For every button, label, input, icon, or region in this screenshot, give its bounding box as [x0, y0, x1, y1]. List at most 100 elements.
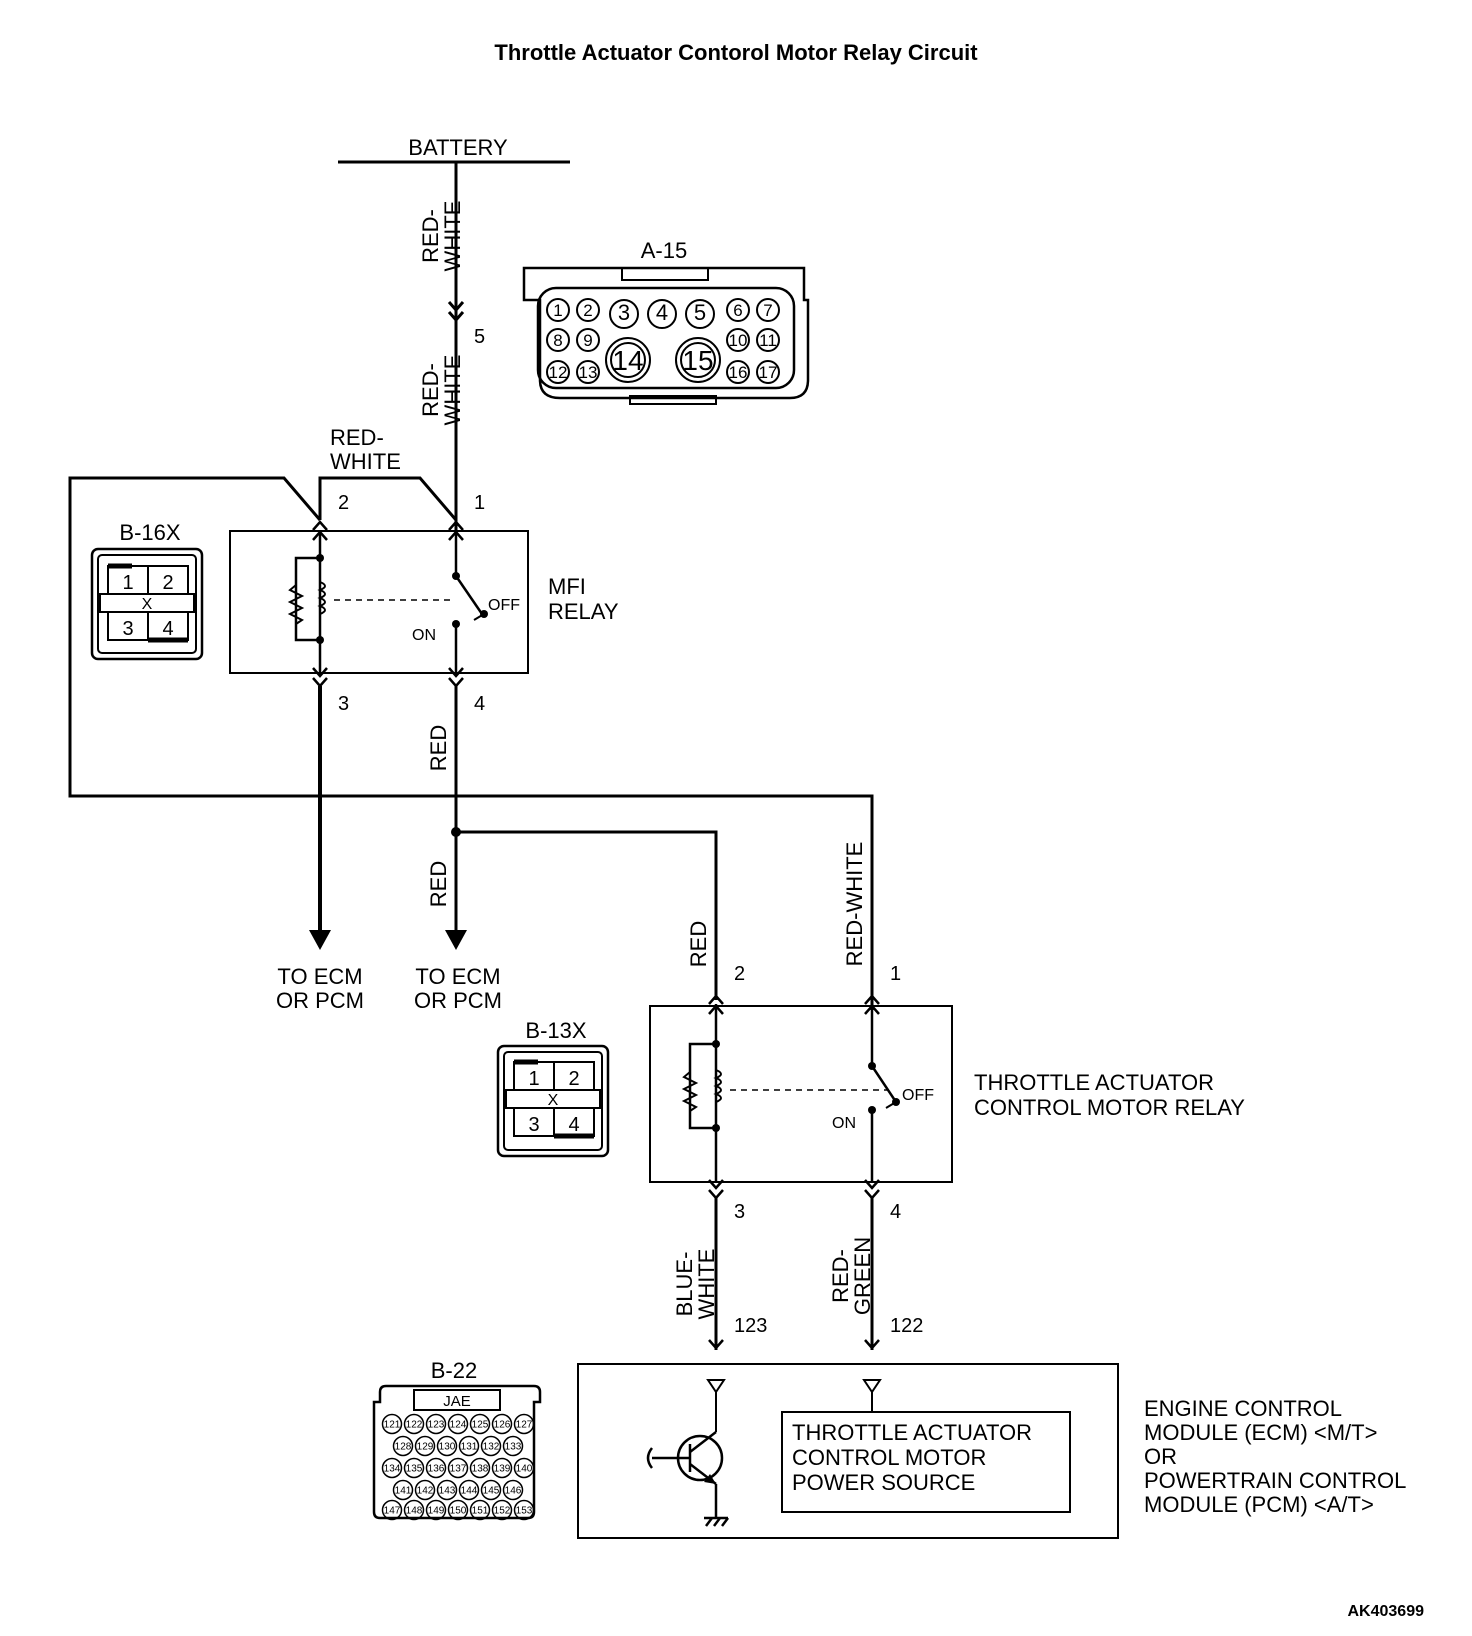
connector-b22: B-22 JAE — [372, 1358, 542, 1520]
svg-text:RED-: RED- — [828, 1249, 853, 1303]
svg-text:GREEN: GREEN — [850, 1237, 875, 1315]
b22-pin-label: 129 — [417, 1442, 434, 1453]
wire-color-red-1: RED — [426, 725, 451, 771]
b22-pin — [414, 1479, 436, 1501]
svg-text:1: 1 — [528, 1068, 539, 1090]
b22-pin-label: 131 — [461, 1442, 478, 1453]
mfi-pin-4: 4 — [474, 693, 485, 715]
svg-text:RED-WHITE: RED-WHITE — [842, 842, 867, 967]
svg-text:TO ECM: TO ECM — [277, 964, 362, 989]
b22-pin — [403, 1499, 425, 1521]
a15-pin-label: 15 — [682, 345, 713, 376]
tac-relay-label: THROTTLE ACTUATOR CONTROL MOTOR RELAY — [974, 1070, 1245, 1120]
svg-text:1: 1 — [122, 572, 133, 594]
b22-pin — [381, 1413, 403, 1435]
b22-pin — [469, 1413, 491, 1435]
tac-pin-4: 4 — [890, 1201, 901, 1223]
wire-color-red-white-4: RED-WHITE — [842, 842, 867, 967]
b22-pin-label: 151 — [472, 1506, 489, 1517]
b22-pin — [447, 1499, 469, 1521]
b22-pin — [381, 1499, 403, 1521]
svg-text:POWERTRAIN CONTROL: POWERTRAIN CONTROL — [1144, 1468, 1406, 1493]
b22-pin-label: 136 — [428, 1464, 445, 1475]
b22-pin-label: 137 — [450, 1464, 467, 1475]
a15-pin — [605, 337, 651, 383]
b22-pin-label: 146 — [505, 1486, 522, 1497]
tac-relay-box — [649, 1005, 953, 1183]
b22-pin — [447, 1413, 469, 1435]
svg-text:WHITE: WHITE — [440, 201, 465, 272]
svg-text:4: 4 — [568, 1114, 579, 1136]
b22-pin — [425, 1457, 447, 1479]
a15-pin — [756, 298, 780, 322]
ecm-terminal-arrows — [708, 1339, 880, 1350]
connector-b13x: B-13X 1 2 X 3 4 — [496, 1018, 610, 1158]
battery-label: BATTERY — [408, 135, 508, 160]
svg-text:RELAY: RELAY — [548, 599, 619, 624]
a15-pin — [726, 360, 750, 384]
svg-text:4: 4 — [162, 618, 173, 640]
to-ecm-arrow-1 — [309, 930, 331, 950]
a15-pin — [726, 328, 750, 352]
power-source-label: THROTTLE ACTUATOR CONTROL MOTOR POWER SO… — [792, 1420, 1032, 1495]
b22-pin — [425, 1499, 447, 1521]
a15-pin — [685, 299, 715, 329]
wire-color-blue-white: BLUE- WHITE — [672, 1249, 719, 1320]
pin-5-label: 5 — [474, 326, 485, 348]
b22-pin — [447, 1457, 469, 1479]
a15-pin — [756, 328, 780, 352]
b22-pin-label: 135 — [406, 1464, 423, 1475]
a15-pin — [756, 360, 780, 384]
b22-pin — [502, 1435, 524, 1457]
a15-pin-label: 3 — [618, 300, 630, 325]
mfi-pin-1: 1 — [474, 492, 485, 514]
a15-pin — [546, 360, 570, 384]
b22-pin — [513, 1499, 535, 1521]
b22-pin — [392, 1435, 414, 1457]
svg-text:X: X — [142, 596, 153, 613]
svg-text:TO ECM: TO ECM — [415, 964, 500, 989]
b22-pin — [480, 1435, 502, 1457]
b22-pin-label: 133 — [505, 1442, 522, 1453]
loop-wire-red-white — [68, 476, 874, 1010]
wire-color-red-white-1: RED- WHITE — [418, 201, 465, 272]
a15-pin — [675, 337, 721, 383]
b22-pin — [458, 1435, 480, 1457]
b22-pin-label: 132 — [483, 1442, 500, 1453]
connector-b22-maker: JAE — [443, 1393, 471, 1410]
a15-pin-label: 6 — [733, 301, 742, 320]
mfi-pin-2: 2 — [338, 492, 349, 514]
b22-pin-label: 121 — [384, 1420, 401, 1431]
svg-text:B-16X: B-16X — [119, 520, 180, 545]
a15-pin-label: 5 — [694, 300, 706, 325]
wire-color-red-green: RED- GREEN — [828, 1237, 875, 1315]
mfi-relay-internals — [287, 520, 485, 688]
b22-pin — [480, 1479, 502, 1501]
mfi-relay-feed-wire — [447, 162, 465, 530]
b22-pin-label: 130 — [439, 1442, 456, 1453]
tac-pin-3: 3 — [734, 1201, 745, 1223]
mfi-pin-3: 3 — [338, 693, 349, 715]
b22-pin-label: 139 — [494, 1464, 511, 1475]
a15-pin-label: 7 — [763, 301, 772, 320]
module-label: ENGINE CONTROL MODULE (ECM) <M/T> OR POW… — [1144, 1396, 1406, 1517]
svg-text:WHITE: WHITE — [440, 355, 465, 426]
svg-text:CONTROL MOTOR RELAY: CONTROL MOTOR RELAY — [974, 1095, 1245, 1120]
b22-pin — [502, 1479, 524, 1501]
b22-pin-label: 144 — [461, 1486, 478, 1497]
a15-pin-label: 10 — [729, 331, 748, 350]
svg-text:B-22: B-22 — [431, 1358, 477, 1383]
tac-relay-internals — [681, 994, 898, 1200]
a15-pin — [610, 342, 646, 378]
svg-text:POWER SOURCE: POWER SOURCE — [792, 1470, 975, 1495]
b22-pin-label: 142 — [417, 1486, 434, 1497]
b22-pin — [469, 1457, 491, 1479]
ecm-terminal-123: 123 — [734, 1315, 767, 1337]
a15-pin — [576, 298, 600, 322]
b22-pin-label: 140 — [516, 1464, 533, 1475]
doc-code: AK403699 — [1348, 1603, 1425, 1620]
b22-pin — [491, 1499, 513, 1521]
tac-pin-1: 1 — [890, 963, 901, 985]
a15-pin — [609, 299, 639, 329]
b22-pin-label: 128 — [395, 1442, 412, 1453]
